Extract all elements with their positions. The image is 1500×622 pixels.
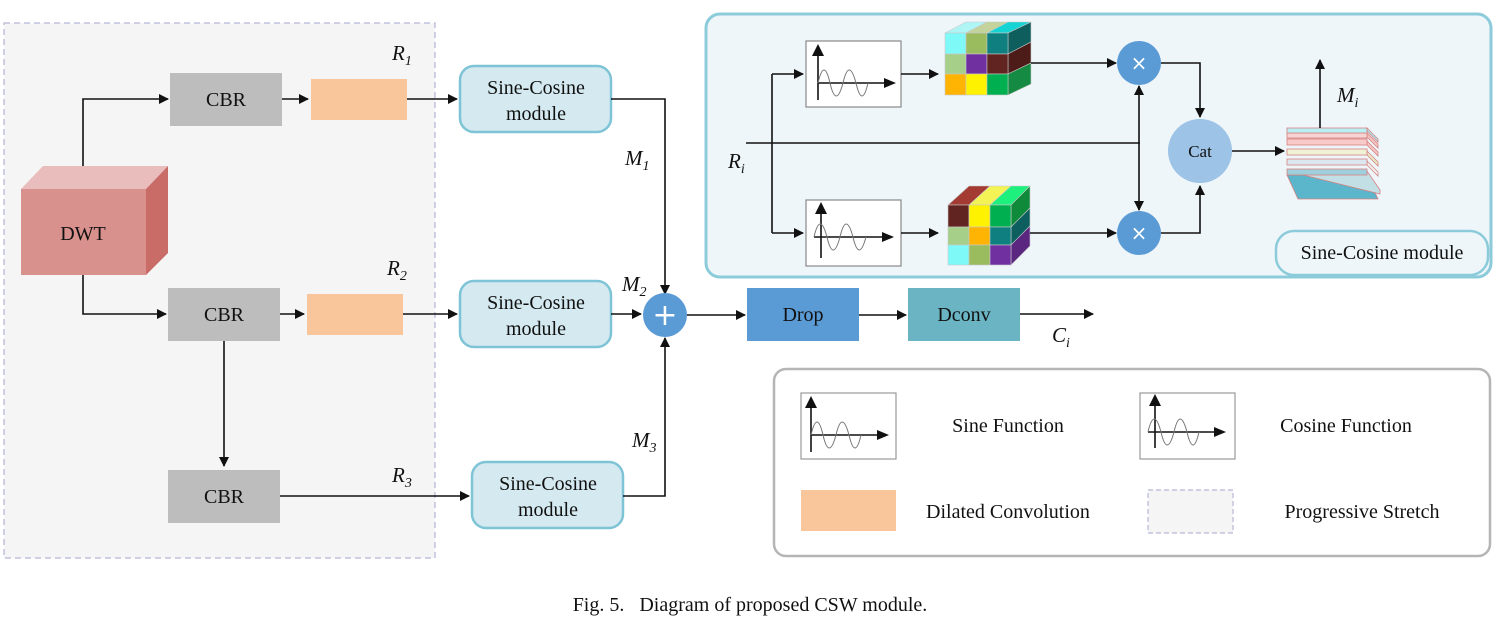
legend-label-sine: Sine Function [952,415,1064,437]
m3-label: M3 [631,428,657,456]
r1-label: R1 [391,41,412,69]
cat-node [1168,119,1232,183]
cbr-block-1 [170,73,282,126]
sine-function-icon [805,40,902,108]
arrow-dwt-cbr1 [82,94,169,166]
drop-block [747,288,859,341]
svg-text:module: module [518,499,578,521]
multiply-icon: × [1131,51,1148,75]
legend-item-sine: Sine Function [800,392,1064,460]
legend-item-cosine: Cosine Function [1139,392,1412,460]
svg-text:Sine-Cosine: Sine-Cosine [487,292,585,314]
legend-item-progressive-stretch: Progressive Stretch [1147,489,1440,534]
cbr-label-2: CBR [204,304,245,326]
m1-label: M1 [624,146,650,174]
dwt-label: DWT [60,223,106,245]
progressive-stretch-swatch [1147,489,1234,534]
drop-label: Drop [782,304,823,326]
sine-cosine-module-1: Sine-Cosine module [458,64,613,134]
multiply-icon: × [1131,221,1148,245]
sine-cosine-module-3: Sine-Cosine module [470,460,625,530]
legend-box [772,367,1492,558]
ci-label: Ci [1052,323,1070,351]
panel-title: Sine-Cosine module [1301,242,1464,264]
dwt-block: DWT [21,166,168,275]
cbr-block-2 [168,288,280,341]
arrow-m3 [623,337,670,497]
feature-cube-cosine [947,185,1031,266]
cosine-function-icon [1139,392,1236,460]
panel-title-tag [1274,229,1490,277]
multiply-node-2 [1117,211,1161,255]
dilated-conv-block-2 [307,294,403,335]
r2-label: R2 [386,256,407,284]
legend-label-progressive: Progressive Stretch [1285,501,1440,523]
ri-label: Ri [727,149,745,177]
figure-caption: Fig. 5. Diagram of proposed CSW module. [573,594,928,616]
m2-label: M2 [621,272,647,300]
arrow-mult1-cat [1161,62,1205,118]
mi-label: Mi [1336,83,1359,111]
cosine-function-icon [805,199,902,267]
concatenated-feature-stack [1286,127,1381,200]
sine-function-icon [800,392,897,460]
svg-text:module: module [506,103,566,125]
arrow-m1 [611,98,670,295]
arrow-dwt-cbr2 [82,275,167,319]
sine-cosine-detail-panel [704,12,1493,279]
cbr-label-3: CBR [204,486,245,508]
cbr-label-1: CBR [206,89,247,111]
svg-text:Sine-Cosine: Sine-Cosine [499,473,597,495]
cbr-block-3 [168,470,280,523]
feature-cube-sine [944,21,1032,96]
dconv-block [908,288,1020,341]
dconv-label: Dconv [937,304,990,326]
sum-node [643,293,687,337]
svg-text:Sine-Cosine: Sine-Cosine [487,77,585,99]
legend-label-cosine: Cosine Function [1280,415,1412,437]
legend-label-dilated: Dilated Convolution [926,501,1090,523]
plus-icon: + [652,298,677,333]
cat-label: Cat [1188,142,1212,161]
svg-text:module: module [506,318,566,340]
legend-item-dilated-convolution: Dilated Convolution [801,490,1090,531]
dilated-conv-block-1 [311,79,407,120]
multiply-node-1 [1117,41,1161,85]
arrow-mult2-cat [1161,185,1205,234]
r3-label: R3 [391,463,412,491]
sine-cosine-module-2: Sine-Cosine module [458,279,613,349]
dilated-convolution-swatch [801,490,896,531]
